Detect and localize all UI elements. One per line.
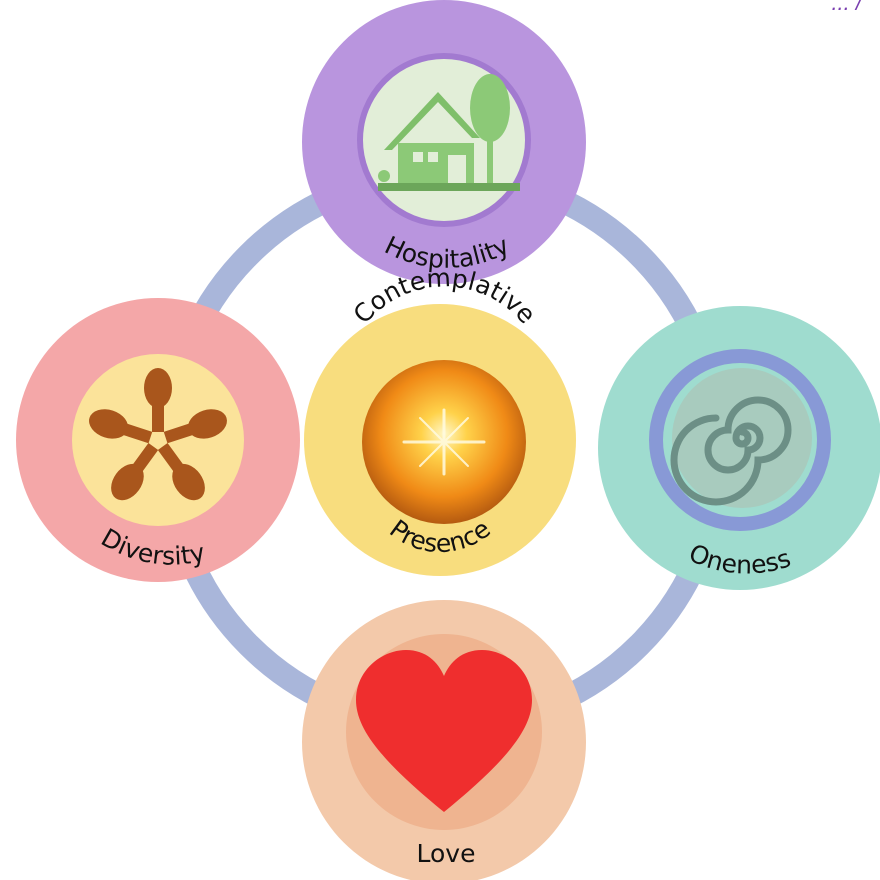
heart-icon — [356, 650, 532, 812]
house-tree-icon — [378, 74, 520, 191]
hands-circle-icon — [89, 368, 227, 501]
corner-text-fragment: ... / — [831, 0, 862, 15]
oneness-inner-circle — [672, 368, 812, 508]
spiral-icon — [670, 396, 792, 506]
sun-rays-icon — [402, 408, 486, 476]
node-love: Love — [302, 600, 586, 880]
love-label: Love — [417, 839, 476, 868]
hospitality-inner-circle — [357, 53, 531, 227]
oneness-outer-ring — [649, 349, 831, 531]
node-center: Contemplative Presence — [304, 263, 576, 576]
node-diversity: Diversity — [16, 298, 300, 582]
node-oneness: Oneness — [598, 306, 880, 590]
node-hospitality: Hospitality — [302, 0, 586, 284]
